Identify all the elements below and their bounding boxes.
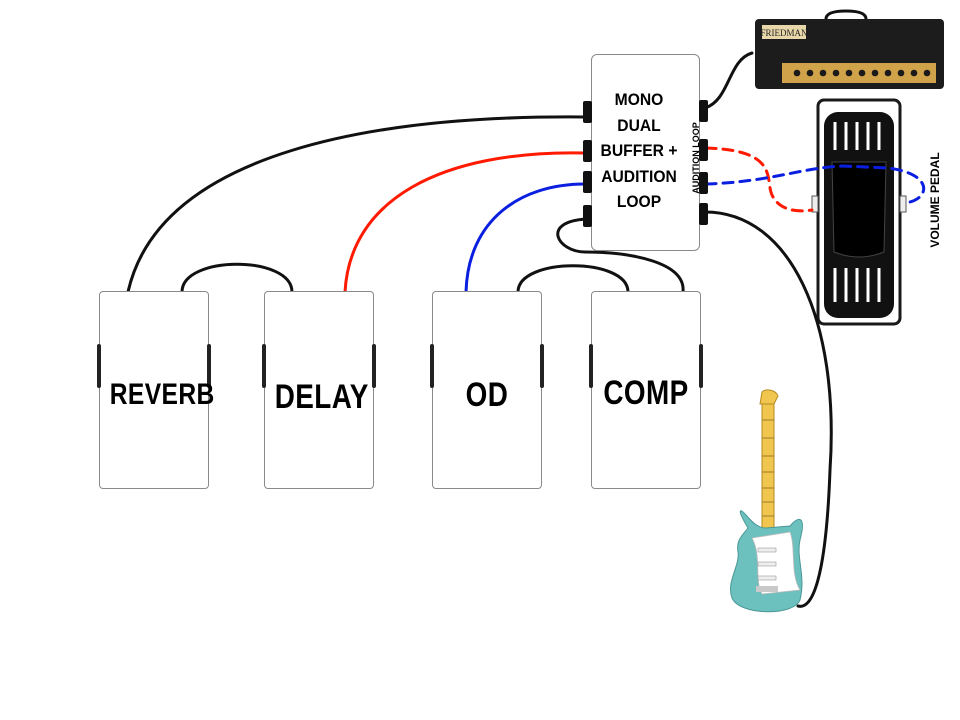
volume-pedal-tread-bottom xyxy=(833,268,881,302)
pedal-comp-label: COMP xyxy=(603,374,689,412)
pedal-comp: COMP xyxy=(589,291,703,489)
cable-guitar-to-buffer xyxy=(703,210,833,608)
buffer-line-3: BUFFER + xyxy=(600,141,678,160)
cable-buffer-to-delay xyxy=(343,151,587,294)
amp-badge xyxy=(762,25,806,39)
volume-pedal-label: VOLUME PEDAL xyxy=(928,152,942,248)
buffer-line-1: MONO xyxy=(614,90,664,109)
cable-buffer-to-amp xyxy=(703,51,754,110)
pedal-od: OD xyxy=(430,291,544,489)
buffer-box: MONO DUAL BUFFER + AUDITION LOOP xyxy=(591,54,700,251)
amp-knobs xyxy=(793,69,931,77)
buffer-line-5: LOOP xyxy=(616,192,662,211)
buffer-line-2: DUAL xyxy=(617,115,661,135)
buffer-label: MONO DUAL BUFFER + AUDITION LOOP xyxy=(596,87,682,215)
pedal-reverb-label: REVERB xyxy=(109,378,215,411)
red-cables xyxy=(343,146,814,294)
cable-buffer-to-od xyxy=(464,182,587,294)
audition-loop-label: AUDITION LOOP xyxy=(691,122,701,194)
cable-reverb-to-delay xyxy=(180,262,294,294)
volume-pedal xyxy=(811,98,907,326)
cable-comp-to-buffer xyxy=(556,217,685,294)
guitar xyxy=(730,389,803,613)
pedal-delay: DELAY xyxy=(262,291,376,489)
buffer-line-4: AUDITION xyxy=(601,166,677,186)
guitar-headstock xyxy=(759,389,779,405)
cable-audition-loop-red xyxy=(704,146,814,213)
pedal-delay-label: DELAY xyxy=(274,378,369,416)
black-cables xyxy=(126,51,833,608)
amp-head: FRIEDMAN xyxy=(755,9,944,89)
cable-audition-loop-blue xyxy=(704,164,925,205)
cable-od-to-comp xyxy=(516,264,630,294)
pedal-reverb: REVERB xyxy=(97,291,215,489)
pedal-od-label: OD xyxy=(465,376,509,414)
amp-brand: FRIEDMAN xyxy=(760,28,808,38)
cable-buffer-to-reverb xyxy=(126,115,587,294)
blue-cables xyxy=(464,164,925,294)
volume-pedal-tread-top xyxy=(833,122,881,150)
